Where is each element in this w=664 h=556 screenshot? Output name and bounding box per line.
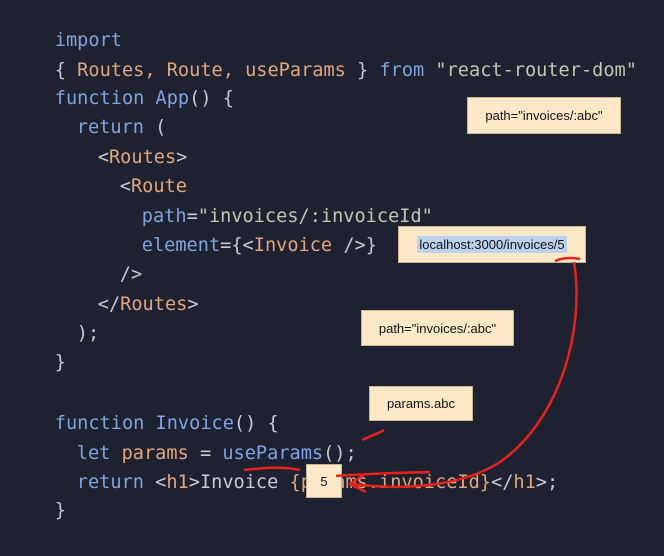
imported-names: Routes, Route, useParams	[65, 60, 358, 81]
punctuation: }	[54, 352, 66, 373]
punctuation: }	[54, 500, 66, 521]
code-line-import: import { Routes, Route, useParams } from…	[10, 0, 637, 81]
keyword-function: function	[54, 413, 145, 434]
code-line-brace-close-2: }	[10, 466, 66, 521]
punctuation: >;	[535, 472, 559, 493]
punctuation: <	[242, 235, 254, 256]
jsx-tag: h1	[513, 472, 536, 493]
code-line-route-open: <Route	[75, 142, 187, 197]
punctuation: </	[491, 472, 514, 493]
jsx-tag: Invoice	[253, 235, 333, 256]
punctuation: () {	[233, 413, 279, 434]
jsx-text: Invoice	[199, 472, 290, 493]
variable-name: params	[110, 443, 189, 464]
note-result: 5	[306, 464, 342, 498]
note-url: localhost:3000/invoices/5	[398, 226, 586, 263]
keyword-import: import	[54, 30, 122, 51]
code-line-routes-open: <Routes>	[53, 113, 188, 168]
keyword-let: let	[76, 443, 111, 464]
attribute-string: "invoices/:invoiceId"	[197, 206, 433, 227]
punctuation: >	[188, 472, 200, 493]
note-path-abc-top: path="invoices/:abc"	[467, 97, 621, 134]
code-line-route-close: />	[75, 230, 142, 285]
keyword-function: function	[54, 88, 145, 109]
punctuation: (	[143, 117, 167, 138]
punctuation: />	[332, 235, 366, 256]
code-line-paren-close: );	[32, 289, 99, 344]
function-call: useParams	[222, 443, 324, 464]
code-line-function-app: function App() {	[10, 54, 234, 109]
note-path-abc-mid: path="invoices/:abc"	[361, 310, 514, 346]
note-text: params.abc	[387, 396, 455, 411]
function-name: Invoice	[144, 413, 234, 434]
jsx-tag: Route	[130, 176, 187, 197]
code-line-brace-close: }	[10, 318, 66, 373]
note-text: path="invoices/:abc"	[378, 320, 497, 336]
note-text: 5	[320, 473, 328, 489]
punctuation: <	[97, 147, 109, 168]
code-line-element-attr: element={<Invoice />}	[97, 201, 377, 256]
keyword-return: return	[76, 117, 144, 138]
punctuation: <	[119, 176, 131, 197]
function-name: App	[144, 88, 190, 109]
punctuation: =	[186, 206, 198, 227]
punctuation: </	[97, 294, 121, 315]
punctuation: );	[76, 323, 100, 344]
code-line-routes-close: </Routes>	[53, 260, 199, 315]
code-line-let-params: let params = useParams();	[32, 409, 357, 464]
punctuation: <	[143, 472, 167, 493]
brace: }	[357, 60, 369, 81]
code-line-return: return (	[32, 83, 167, 138]
jsx-tag: Routes	[108, 147, 177, 168]
keyword-from: from	[368, 60, 436, 81]
code-line-return-h1: return <h1>Invoice {params.invoiceId}</h…	[32, 438, 558, 493]
brace: {	[54, 60, 66, 81]
module-string: "react-router-dom"	[435, 60, 637, 81]
jsx-tag: Routes	[120, 294, 188, 315]
keyword-return: return	[76, 472, 144, 493]
code-line-path-attr: path="invoices/:invoiceId"	[97, 172, 433, 227]
punctuation: >	[187, 294, 199, 315]
note-params-abc: params.abc	[369, 386, 473, 421]
punctuation: ={	[220, 235, 243, 256]
note-text: localhost:3000/invoices/5	[417, 236, 567, 253]
punctuation: }	[365, 235, 377, 256]
code-line-function-invoice: function Invoice() {	[10, 379, 279, 434]
note-text: path="invoices/:abc"	[485, 108, 603, 123]
jsx-attribute: path	[141, 206, 187, 227]
punctuation: ();	[323, 443, 357, 464]
jsx-tag: h1	[166, 472, 189, 493]
punctuation: >	[176, 147, 188, 168]
punctuation: =	[188, 443, 223, 464]
punctuation: />	[119, 264, 143, 285]
jsx-attribute: element	[141, 235, 221, 256]
punctuation: () {	[189, 88, 234, 109]
